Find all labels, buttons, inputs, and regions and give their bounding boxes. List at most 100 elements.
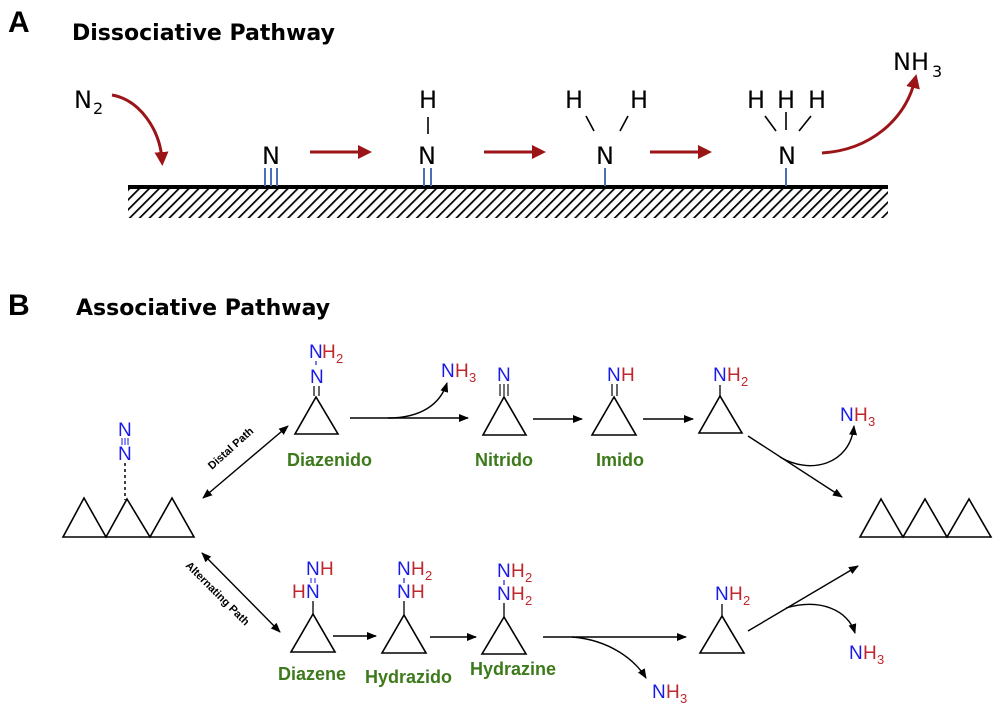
svg-text:N: N (607, 365, 621, 386)
ammonia-adsorbed-species: H H H N (747, 86, 826, 186)
svg-text:H: H (292, 582, 306, 603)
svg-text:N: N (849, 643, 863, 664)
n2-adsorbed-start: N N (61, 420, 196, 539)
svg-text:N: N (118, 420, 132, 441)
hydrazine-intermediate: N H 2 N H 2 Hydrazine (470, 561, 556, 679)
panel-b-letter: B (8, 289, 30, 322)
svg-text:N: N (497, 584, 511, 605)
svg-text:N: N (497, 561, 511, 582)
distal-path-label: Distal Path (206, 425, 256, 472)
svg-text:N: N (309, 342, 323, 363)
nh3-product: NH 3 (893, 48, 942, 81)
nitrido-intermediate: N Nitrido (475, 365, 533, 470)
svg-text:3: 3 (469, 370, 476, 385)
nh3-release-arrow-distal-1 (387, 382, 449, 419)
nh3-released-1: N H 3 (441, 361, 476, 385)
svg-text:H: H (863, 643, 877, 664)
svg-text:H: H (808, 86, 826, 114)
svg-text:H: H (630, 86, 648, 114)
diazenido-intermediate: N H 2 N Diazenido (287, 342, 372, 470)
svg-text:N: N (713, 365, 727, 386)
catalyst-surface-hatch (128, 186, 888, 218)
diazene-intermediate: N H H N Diazene (278, 559, 346, 684)
svg-text:N: N (74, 86, 92, 114)
svg-text:H: H (411, 582, 425, 603)
amido-intermediate-distal: N H 2 (697, 365, 748, 434)
metal-surface-cluster-start (61, 496, 196, 539)
alternating-path-arrow (201, 552, 281, 633)
amide-species: H H N (565, 86, 648, 186)
svg-text:H: H (411, 559, 425, 580)
svg-text:N: N (840, 405, 854, 426)
svg-text:Diazenido: Diazenido (287, 450, 372, 470)
nh3-release-arrow-alt-2 (785, 603, 857, 634)
svg-text:2: 2 (93, 99, 103, 118)
adsorption-arrow (111, 93, 169, 166)
nh3-release-arrow-alt-1 (571, 636, 647, 679)
svg-text:H: H (565, 86, 583, 114)
panel-b-title: Associative Pathway (76, 296, 330, 321)
svg-text:NH: NH (893, 48, 929, 76)
svg-text:N: N (262, 142, 280, 170)
panel-a: A Dissociative Pathway N 2 N H N (8, 6, 942, 218)
svg-text:N: N (497, 365, 511, 386)
panel-b: B Associative Pathway N N Distal Path Al… (8, 289, 993, 705)
svg-text:H: H (729, 584, 743, 605)
svg-text:H: H (777, 86, 795, 114)
svg-text:2: 2 (425, 568, 432, 583)
alternating-arrow-4 (747, 565, 859, 632)
svg-text:H: H (621, 365, 635, 386)
nitride-species: N (262, 142, 280, 186)
svg-text:Imido: Imido (596, 450, 644, 470)
nh3-released-3: N H 3 (652, 682, 687, 705)
svg-text:H: H (419, 86, 437, 114)
svg-text:H: H (320, 559, 334, 580)
svg-text:3: 3 (877, 652, 884, 667)
panel-a-title: Dissociative Pathway (72, 21, 335, 46)
svg-text:Hydrazine: Hydrazine (470, 659, 556, 679)
alternating-path-label: Alternating Path (183, 560, 252, 629)
svg-text:N: N (596, 142, 614, 170)
distal-path-arrow (202, 425, 289, 499)
svg-text:H: H (511, 561, 525, 582)
svg-text:2: 2 (525, 570, 532, 585)
svg-text:H: H (455, 361, 469, 382)
desorption-arrow (821, 74, 920, 155)
svg-text:N: N (652, 682, 666, 703)
svg-text:Nitrido: Nitrido (475, 450, 533, 470)
svg-text:2: 2 (741, 374, 748, 389)
svg-text:H: H (511, 584, 525, 605)
svg-text:N: N (441, 361, 455, 382)
hydrazido-intermediate: N H 2 N H Hydrazido (365, 559, 452, 687)
svg-text:N: N (310, 367, 324, 388)
svg-text:N: N (397, 559, 411, 580)
svg-text:H: H (322, 342, 336, 363)
svg-text:N: N (306, 559, 320, 580)
nh3-release-arrow-distal-2 (779, 425, 858, 467)
imide-species: H N (418, 86, 437, 186)
distal-arrow-4 (747, 435, 843, 498)
svg-text:3: 3 (680, 691, 687, 705)
svg-text:2: 2 (336, 351, 343, 366)
panel-a-letter: A (8, 6, 30, 39)
svg-text:N: N (118, 444, 132, 465)
n2-reactant: N 2 (74, 86, 103, 118)
svg-text:2: 2 (525, 593, 532, 608)
amido-intermediate-alternating: N H 2 (698, 584, 750, 654)
nh3-released-4: N H 3 (849, 643, 884, 667)
svg-text:Diazene: Diazene (278, 664, 346, 684)
nh3-released-2: N H 3 (840, 405, 875, 429)
svg-text:H: H (854, 405, 868, 426)
svg-text:N: N (715, 584, 729, 605)
metal-surface-cluster-end (858, 497, 993, 539)
svg-text:H: H (747, 86, 765, 114)
svg-text:2: 2 (743, 593, 750, 608)
imido-intermediate: N H Imido (590, 365, 644, 470)
svg-text:Hydrazido: Hydrazido (365, 667, 452, 687)
svg-text:N: N (778, 142, 796, 170)
svg-text:H: H (666, 682, 680, 703)
svg-text:N: N (397, 582, 411, 603)
svg-text:N: N (306, 582, 320, 603)
svg-text:N: N (418, 142, 436, 170)
